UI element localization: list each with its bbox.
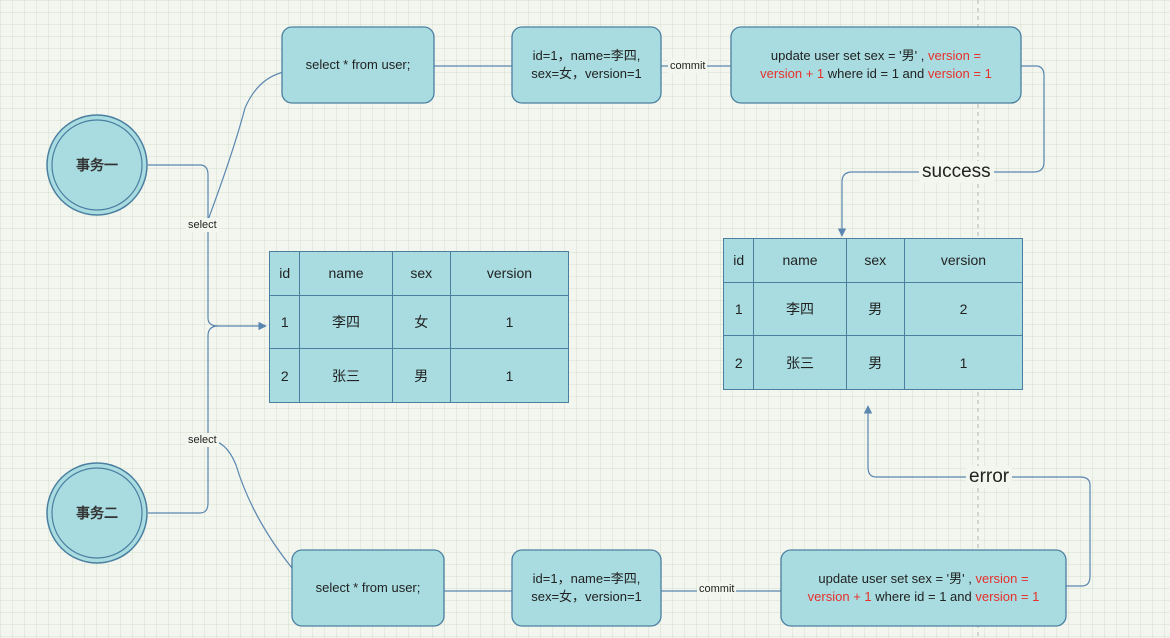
table-cell: 女 xyxy=(391,294,451,350)
result-text-bottom: id=1，name=李四, sex=女，version=1 xyxy=(512,550,661,626)
table-header-row: id name sex version xyxy=(722,238,1024,283)
result-line1: id=1，name=李四, xyxy=(532,571,641,586)
table-cell: 1 xyxy=(903,335,1024,390)
table-row: 1 李四 女 1 xyxy=(268,294,570,350)
table-row: 2 张三 男 1 xyxy=(268,348,570,403)
update-text-bottom: update user set sex = '男' , version = ve… xyxy=(781,550,1066,626)
table-row: 2 张三 男 1 xyxy=(722,335,1024,390)
header-cell: name xyxy=(753,238,847,283)
table-cell: 2 xyxy=(722,335,755,390)
result-line1: id=1，name=李四, xyxy=(532,48,641,63)
user-table-before: id name sex version 1 李四 女 1 2 张三 男 1 xyxy=(268,251,570,403)
edge-t1-to-select xyxy=(207,71,285,221)
result-line2: sex=女，version=1 xyxy=(531,66,642,81)
result-box-bottom xyxy=(511,549,662,627)
result-box-top xyxy=(511,26,662,104)
table-cell: 李四 xyxy=(753,281,847,337)
t1-label: 事务一 xyxy=(76,157,118,173)
table-cell: 2 xyxy=(268,348,301,403)
table-cell: 1 xyxy=(449,348,570,403)
select-edge-label-bottom: select xyxy=(186,433,219,447)
select-label-bottom: select * from user; xyxy=(315,580,421,595)
update-box-bottom xyxy=(780,549,1067,627)
table-cell: 男 xyxy=(845,281,905,337)
edge-t2-select-table xyxy=(148,325,219,514)
header-cell: sex xyxy=(391,251,451,296)
result-line2: sex=女，version=1 xyxy=(531,589,642,604)
table-cell: 张三 xyxy=(299,348,393,403)
select-box-bottom xyxy=(291,549,445,627)
table-cell: 1 xyxy=(722,281,755,337)
select-edge-label-top: select xyxy=(186,218,219,232)
update-box-top xyxy=(730,26,1022,104)
header-cell: sex xyxy=(845,238,905,283)
table-cell: 1 xyxy=(449,294,570,350)
table-cell: 1 xyxy=(268,294,301,350)
error-label: error xyxy=(966,466,1013,488)
table-row: 1 李四 男 2 xyxy=(722,281,1024,337)
table-cell: 张三 xyxy=(753,335,847,390)
table-header-row: id name sex version xyxy=(268,251,570,296)
header-cell: version xyxy=(903,238,1024,283)
table-cell: 李四 xyxy=(299,294,393,350)
header-cell: id xyxy=(268,251,301,296)
table-cell: 男 xyxy=(845,335,905,390)
edge-t2-to-select xyxy=(207,439,293,569)
result-text-top: id=1，name=李四, sex=女，version=1 xyxy=(512,27,661,103)
update-seg4: where id = 1 and xyxy=(875,589,972,604)
header-cell: id xyxy=(722,238,755,283)
commit-label-top: commit xyxy=(668,59,708,73)
t1-node xyxy=(46,114,148,216)
select-box-top xyxy=(281,26,435,104)
success-label: success xyxy=(919,161,994,183)
edge-success xyxy=(837,65,1045,237)
table-cell: 男 xyxy=(391,348,451,403)
user-table-after: id name sex version 1 李四 男 2 2 张三 男 1 xyxy=(722,238,1024,390)
update-text-top: update user set sex = '男' , version = ve… xyxy=(731,27,1021,103)
update-seg2: version = xyxy=(927,48,982,63)
edge-t1-select-table xyxy=(148,164,267,331)
update-seg3: version + 1 xyxy=(760,66,825,81)
update-seg5: version = 1 xyxy=(927,66,992,81)
commit-label-bottom: commit xyxy=(697,582,737,596)
select-label-top: select * from user; xyxy=(305,57,411,72)
update-seg4: where id = 1 and xyxy=(827,66,925,81)
header-cell: name xyxy=(299,251,393,296)
update-seg3: version + 1 xyxy=(807,589,872,604)
t2-node xyxy=(46,462,148,564)
table-cell: 2 xyxy=(903,281,1024,337)
update-seg1: update user set sex = '男' , xyxy=(818,571,972,586)
update-seg1: update user set sex = '男' , xyxy=(770,48,925,63)
update-seg2: version = xyxy=(975,571,1029,586)
edge-error xyxy=(863,405,1091,587)
header-cell: version xyxy=(449,251,570,296)
update-seg5: version = 1 xyxy=(975,589,1040,604)
t2-label: 事务二 xyxy=(76,505,118,521)
